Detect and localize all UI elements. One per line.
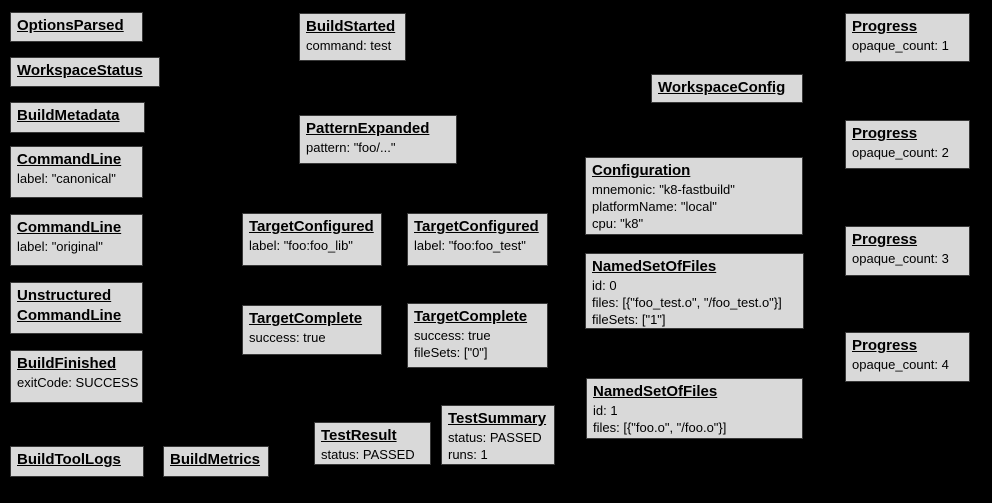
node-line: files: [{"foo.o", "/foo.o"}] [593, 420, 727, 435]
node-title: TestResult [321, 427, 397, 444]
node-title: NamedSetOfFiles [592, 258, 717, 275]
node-title: Progress [852, 231, 918, 248]
node-target-complete-foo-test: TargetComplete success: true fileSets: [… [407, 303, 548, 368]
node-title: Progress [852, 125, 918, 142]
node-test-summary: TestSummary status: PASSED runs: 1 [441, 405, 555, 465]
node-build-tool-logs: BuildToolLogs [10, 446, 144, 477]
node-title: CommandLine [17, 151, 122, 168]
node-progress-2: Progress opaque_count: 2 [845, 120, 970, 169]
node-line: opaque_count: 1 [852, 38, 949, 53]
node-line: label: "foo:foo_test" [414, 238, 526, 253]
node-line: fileSets: ["0"] [414, 345, 488, 360]
node-unstructured-command-line: Unstructured CommandLine [10, 282, 143, 334]
node-line: label: "foo:foo_lib" [249, 238, 353, 253]
node-line: status: PASSED [321, 447, 415, 462]
node-line: id: 1 [593, 403, 618, 418]
node-title: TargetComplete [414, 308, 528, 325]
node-title: BuildFinished [17, 355, 117, 372]
node-title: TargetComplete [249, 310, 363, 327]
node-line: cpu: "k8" [592, 216, 644, 231]
node-configuration: Configuration mnemonic: "k8-fastbuild" p… [585, 157, 803, 235]
node-title: Unstructured CommandLine [17, 287, 122, 324]
node-line: fileSets: ["1"] [592, 312, 666, 327]
node-line: files: [{"foo_test.o", "/foo_test.o"}] [592, 295, 782, 310]
node-line: exitCode: SUCCESS [17, 375, 139, 390]
node-pattern-expanded: PatternExpanded pattern: "foo/..." [299, 115, 457, 164]
node-line: id: 0 [592, 278, 617, 293]
node-title: TestSummary [448, 410, 547, 427]
node-progress-4: Progress opaque_count: 4 [845, 332, 970, 382]
node-line: success: true [249, 330, 326, 345]
node-title: WorkspaceConfig [658, 79, 786, 96]
node-build-metrics: BuildMetrics [163, 446, 269, 477]
node-build-started: BuildStarted command: test [299, 13, 406, 61]
node-progress-3: Progress opaque_count: 3 [845, 226, 970, 276]
node-title: WorkspaceStatus [17, 62, 143, 79]
node-command-line-original: CommandLine label: "original" [10, 214, 143, 266]
node-target-complete-foo-lib: TargetComplete success: true [242, 305, 382, 355]
node-workspace-status: WorkspaceStatus [10, 57, 160, 87]
node-title: BuildToolLogs [17, 451, 121, 468]
node-line: platformName: "local" [592, 199, 717, 214]
node-line: command: test [306, 38, 392, 53]
node-build-finished: BuildFinished exitCode: SUCCESS [10, 350, 143, 403]
node-title: Progress [852, 18, 918, 35]
node-named-set-of-files-1: NamedSetOfFiles id: 1 files: [{"foo.o", … [586, 378, 803, 439]
node-line: runs: 1 [448, 447, 488, 462]
node-build-metadata: BuildMetadata [10, 102, 145, 133]
node-title: TargetConfigured [414, 218, 539, 235]
node-title: BuildMetrics [170, 451, 261, 468]
node-test-result: TestResult status: PASSED [314, 422, 431, 465]
node-title: PatternExpanded [306, 120, 430, 137]
node-line: success: true [414, 328, 491, 343]
node-line: label: "canonical" [17, 171, 116, 186]
node-title: BuildMetadata [17, 107, 120, 124]
node-line: mnemonic: "k8-fastbuild" [592, 182, 735, 197]
node-command-line-canonical: CommandLine label: "canonical" [10, 146, 143, 198]
node-options-parsed: OptionsParsed [10, 12, 143, 42]
node-title: NamedSetOfFiles [593, 383, 718, 400]
node-line: status: PASSED [448, 430, 542, 445]
node-title: Configuration [592, 162, 691, 179]
node-target-configured-foo-test: TargetConfigured label: "foo:foo_test" [407, 213, 548, 266]
node-line: opaque_count: 3 [852, 251, 949, 266]
node-title: OptionsParsed [17, 17, 124, 34]
node-line: label: "original" [17, 239, 103, 254]
node-line: pattern: "foo/..." [306, 140, 396, 155]
node-named-set-of-files-0: NamedSetOfFiles id: 0 files: [{"foo_test… [585, 253, 804, 329]
node-title: TargetConfigured [249, 218, 374, 235]
node-progress-1: Progress opaque_count: 1 [845, 13, 970, 62]
node-target-configured-foo-lib: TargetConfigured label: "foo:foo_lib" [242, 213, 382, 266]
node-title: Progress [852, 337, 918, 354]
node-title: CommandLine [17, 219, 122, 236]
node-workspace-config: WorkspaceConfig [651, 74, 803, 103]
node-title: BuildStarted [306, 18, 396, 35]
node-line: opaque_count: 4 [852, 357, 949, 372]
node-line: opaque_count: 2 [852, 145, 949, 160]
